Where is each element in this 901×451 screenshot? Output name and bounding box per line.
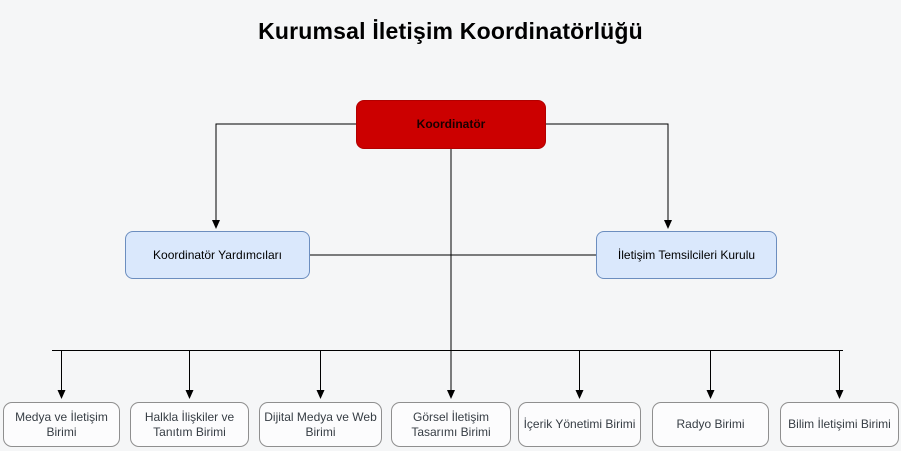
org-node-halkla-iliskiler-ve-tanitim-birimi[interactable]: Halkla İlişkiler ve Tanıtım Birimi [130, 402, 249, 447]
org-node-koordinator[interactable]: Koordinatör [356, 100, 546, 149]
org-node-radyo-birimi[interactable]: Radyo Birimi [652, 402, 769, 447]
org-node-bilim-iletisimi-birimi[interactable]: Bilim İletişimi Birimi [780, 402, 899, 447]
org-node-dijital-medya-ve-web-birimi[interactable]: Dijital Medya ve Web Birimi [259, 402, 382, 447]
page-title: Kurumsal İletişim Koordinatörlüğü [258, 18, 643, 44]
org-node-iletisim-temsilcileri-kurulu[interactable]: İletişim Temsilcileri Kurulu [596, 231, 777, 279]
org-node-koordinator-yardimcilari[interactable]: Koordinatör Yardımcıları [125, 231, 310, 279]
org-node-icerik-yonetimi-birimi[interactable]: İçerik Yönetimi Birimi [518, 402, 641, 447]
org-node-medya-ve-iletisim-birimi[interactable]: Medya ve İletişim Birimi [3, 402, 120, 447]
org-node-gorsel-iletisim-tasarimi-birimi[interactable]: Görsel İletişim Tasarımı Birimi [391, 402, 511, 447]
